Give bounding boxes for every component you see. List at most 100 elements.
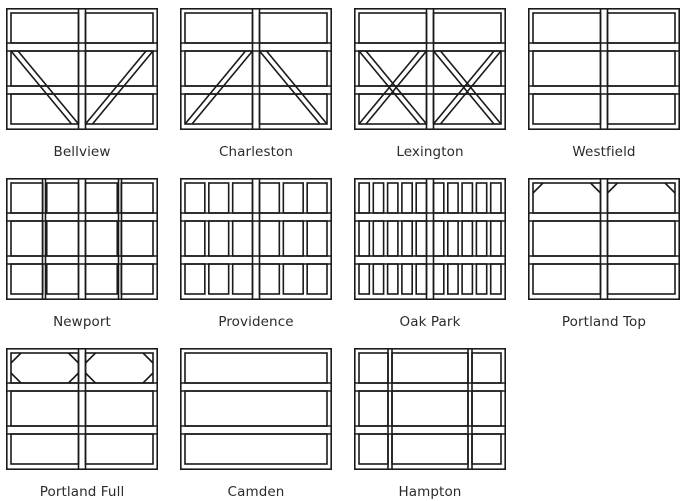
door-style-label: Providence — [218, 314, 294, 330]
door-corner-trim — [10, 372, 22, 384]
door-panel — [532, 12, 602, 44]
door-panel — [208, 220, 230, 257]
door-brace — [17, 50, 80, 125]
door-frame — [180, 8, 332, 130]
door-illustration — [180, 348, 332, 470]
door-frame — [180, 348, 332, 470]
door-style-label: Newport — [53, 314, 111, 330]
door-panel — [10, 182, 44, 214]
door-panel — [386, 182, 399, 214]
door-panel — [258, 12, 328, 44]
door-panel — [358, 390, 389, 427]
door-panel — [606, 263, 676, 295]
door-style-label: Camden — [227, 484, 285, 500]
door-panel — [306, 182, 328, 214]
door-illustration — [354, 8, 506, 130]
door-panel — [10, 352, 80, 384]
door-illustration — [354, 348, 506, 470]
door-panel — [447, 182, 459, 214]
garage-door-icon — [6, 8, 158, 130]
door-panel — [184, 220, 206, 257]
door-panel — [358, 220, 371, 257]
door-panel — [184, 390, 328, 427]
door-panel — [358, 352, 389, 384]
door-panel — [45, 182, 80, 214]
door-panel — [184, 263, 206, 295]
door-panel — [10, 390, 80, 427]
door-frame — [180, 178, 332, 300]
door-panel — [386, 220, 399, 257]
door-illustration — [528, 178, 680, 300]
door-panel — [84, 50, 154, 87]
door-panel — [401, 182, 414, 214]
door-panel — [606, 182, 676, 214]
door-panel — [471, 352, 502, 384]
door-panel — [358, 263, 371, 295]
door-style-label: Portland Full — [39, 484, 125, 500]
door-panel — [386, 263, 399, 295]
door-panel — [415, 220, 428, 257]
door-style-label: Portland Top — [561, 314, 647, 330]
door-panel — [120, 182, 154, 214]
door-panel — [184, 352, 328, 384]
door-brace — [365, 50, 428, 125]
door-panel — [475, 263, 488, 295]
door-corner-trim — [142, 372, 154, 384]
door-panel — [461, 182, 474, 214]
door-illustration — [354, 178, 506, 300]
garage-door-icon — [180, 348, 332, 470]
door-panel — [10, 220, 44, 257]
door-panel — [372, 263, 385, 295]
door-corner-trim — [606, 182, 619, 194]
door-panel — [447, 263, 459, 295]
door-panel — [606, 50, 676, 87]
door-panel — [358, 182, 371, 214]
door-panel — [358, 12, 428, 44]
door-panel — [432, 93, 502, 125]
door-brace — [439, 50, 502, 125]
door-frame — [354, 8, 506, 130]
door-panel — [606, 12, 676, 44]
door-illustration — [6, 348, 158, 470]
door-panel — [184, 182, 206, 214]
door-illustration — [180, 178, 332, 300]
door-panel — [208, 263, 230, 295]
door-panel — [282, 263, 304, 295]
door-panel — [231, 263, 254, 295]
door-frame — [6, 8, 158, 130]
door-corner-trim — [10, 352, 22, 364]
door-brace — [91, 50, 154, 125]
door-panel — [84, 433, 154, 465]
door-panel — [606, 93, 676, 125]
door-panel — [532, 263, 602, 295]
door-panel — [432, 12, 502, 44]
door-brace — [84, 50, 147, 125]
door-panel — [10, 50, 80, 87]
door-panel — [372, 182, 385, 214]
door-illustration — [528, 8, 680, 130]
door-panel — [184, 433, 328, 465]
door-corner-trim — [84, 352, 97, 364]
door-brace — [184, 50, 247, 125]
door-panel — [391, 433, 469, 465]
door-panel — [231, 182, 254, 214]
door-corner-trim — [67, 352, 80, 364]
door-panel — [432, 182, 445, 214]
door-panel — [606, 220, 676, 257]
door-panel — [475, 220, 488, 257]
door-corner-trim — [664, 182, 676, 194]
door-panel — [258, 50, 328, 87]
door-panel — [532, 220, 602, 257]
door-panel — [10, 433, 80, 465]
door-corner-trim — [532, 182, 544, 194]
garage-door-icon — [354, 348, 506, 470]
door-panel — [84, 220, 119, 257]
door-panel — [10, 12, 80, 44]
door-panel — [84, 12, 154, 44]
garage-door-icon — [354, 8, 506, 130]
door-panel — [120, 220, 154, 257]
garage-door-icon — [528, 178, 680, 300]
door-panel — [532, 50, 602, 87]
garage-door-icon — [354, 178, 506, 300]
door-panel — [84, 182, 119, 214]
